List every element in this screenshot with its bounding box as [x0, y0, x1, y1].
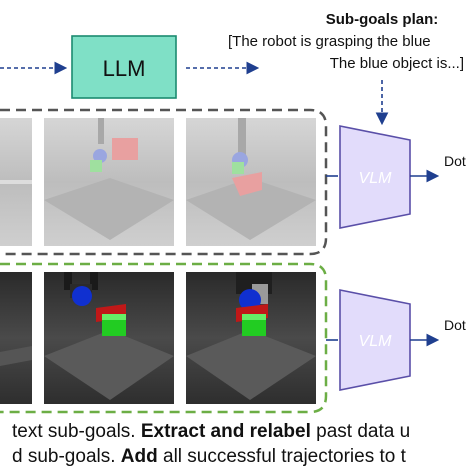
- plan-line-2: The blue object is...]: [330, 55, 464, 72]
- plan-line-1: [The robot is grasping the blue: [228, 33, 431, 50]
- caption-1b: Extract and relabel: [140, 421, 311, 442]
- vlm-bottom-box: [339, 289, 411, 391]
- caption-line-2: d sub-goals. Add all successful trajecto…: [12, 445, 474, 469]
- vlm-top-box: [339, 125, 411, 229]
- caption-1a: text sub-goals.: [12, 421, 141, 442]
- output-bottom-label: Dot: [444, 317, 466, 333]
- vlm-top-label: VLM: [359, 170, 393, 187]
- vlm-bottom-label: VLM: [359, 333, 393, 350]
- bottom-row-frame: [0, 262, 328, 414]
- top-image-1: [0, 118, 32, 246]
- caption-2c: all successful trajectories to t: [157, 446, 406, 467]
- caption-1c: past data u: [310, 421, 411, 442]
- output-top-label: Dot: [444, 153, 466, 169]
- top-image-2: [44, 118, 174, 246]
- llm-label: LLM: [103, 56, 146, 81]
- top-image-3: [186, 118, 316, 246]
- top-row-frame: [0, 108, 328, 256]
- bottom-image-1: [0, 272, 32, 404]
- llm-box: [71, 35, 177, 99]
- bottom-image-3: [186, 272, 316, 404]
- plan-title: Sub-goals plan:: [326, 11, 439, 28]
- caption-2a: d sub-goals.: [12, 446, 121, 467]
- bottom-image-2: [44, 272, 174, 404]
- caption-line-1: text sub-goals. Extract and relabel past…: [12, 420, 474, 444]
- caption-2b: Add: [120, 446, 158, 467]
